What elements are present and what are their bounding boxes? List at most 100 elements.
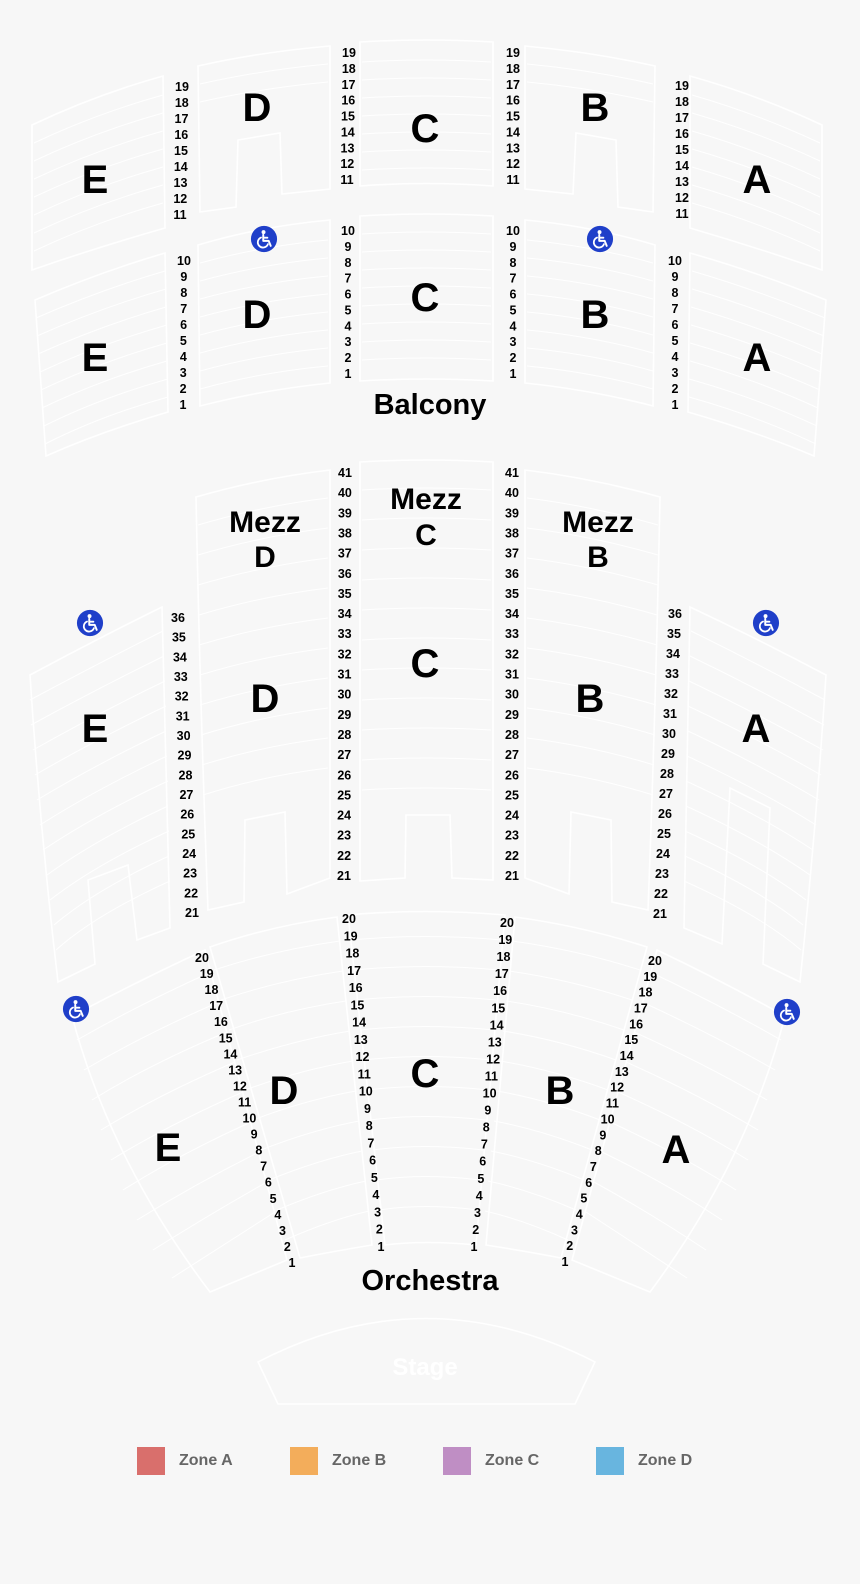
row-number: 19 (675, 79, 689, 93)
section-outline[interactable] (524, 219, 656, 408)
legend-item-zone-d[interactable]: Zone D (596, 1446, 692, 1476)
wheelchair-icon[interactable] (62, 995, 90, 1023)
row-number: 2 (180, 382, 187, 396)
wheelchair-icon[interactable] (250, 225, 278, 253)
row-number: 6 (369, 1154, 376, 1168)
section-letter: A (662, 1128, 691, 1172)
row-number: 22 (505, 849, 519, 863)
row-number: 17 (506, 78, 520, 92)
row-number: 13 (341, 141, 355, 155)
mezzanine: Mezz D Mezz C Mezz B E D C B A (29, 459, 827, 984)
row-number: 25 (505, 788, 519, 802)
row-number: 7 (590, 1160, 597, 1174)
row-number: 15 (624, 1033, 638, 1047)
row-number: 30 (505, 688, 519, 702)
section-outline[interactable] (347, 910, 506, 1246)
row-number: 34 (338, 607, 352, 621)
section-outline[interactable] (359, 459, 494, 882)
legend-item-zone-c[interactable]: Zone C (443, 1446, 539, 1476)
section-outline[interactable] (71, 948, 288, 1293)
row-number: 25 (337, 788, 351, 802)
row-number: 16 (506, 94, 520, 108)
row-number: 3 (374, 1206, 381, 1220)
row-number: 20 (500, 916, 514, 930)
section-outline[interactable] (29, 605, 171, 984)
wheelchair-icon[interactable] (586, 225, 614, 253)
row-number: 4 (372, 1188, 379, 1202)
row-number: 6 (345, 288, 352, 302)
section-outline[interactable] (195, 469, 331, 911)
legend-item-zone-b[interactable]: Zone B (290, 1446, 386, 1476)
row-number: 31 (505, 668, 519, 682)
row-number: 32 (505, 647, 519, 661)
section-outline[interactable] (34, 251, 169, 458)
section-letter: E (155, 1126, 182, 1170)
row-number: 3 (510, 335, 517, 349)
row-number: 33 (338, 627, 352, 641)
wheelchair-icon[interactable] (752, 609, 780, 637)
row-number: 1 (345, 367, 352, 381)
row-number: 28 (337, 728, 351, 742)
stage: Stage (256, 1317, 597, 1405)
section-letter: A (743, 336, 772, 380)
row-number: 9 (599, 1128, 606, 1142)
row-number: 27 (505, 748, 519, 762)
row-number: 36 (668, 607, 682, 621)
row-number: 7 (481, 1138, 488, 1152)
row-lines (35, 231, 826, 445)
row-number: 41 (505, 466, 519, 480)
zone-a-swatch (137, 1447, 165, 1475)
section-outline[interactable] (687, 251, 827, 458)
row-number: 40 (338, 486, 352, 500)
row-number: 25 (181, 827, 195, 841)
row-number: 4 (576, 1208, 583, 1222)
section-outline[interactable] (485, 916, 648, 1259)
wheelchair-icon[interactable] (76, 609, 104, 637)
row-number: 11 (485, 1070, 498, 1084)
row-number: 3 (571, 1223, 578, 1237)
row-number: 37 (338, 547, 352, 561)
section-letter: D (270, 1069, 299, 1113)
section-outline[interactable] (209, 916, 373, 1259)
row-number: 3 (345, 335, 352, 349)
orchestra-label: Orchestra (361, 1265, 499, 1297)
legend-label: Zone D (638, 1452, 693, 1469)
section-letter: B (581, 293, 610, 337)
section-outline[interactable] (31, 74, 166, 272)
section-outline[interactable] (524, 45, 656, 213)
row-number: 39 (505, 506, 519, 520)
row-number: 19 (175, 80, 189, 94)
row-number: 26 (180, 808, 194, 822)
stage-label: Stage (392, 1354, 457, 1381)
section-outline[interactable] (197, 45, 331, 213)
section-outline[interactable] (359, 39, 494, 187)
row-number: 7 (260, 1160, 267, 1174)
section-outline[interactable] (359, 213, 494, 382)
row-number: 16 (214, 1015, 228, 1029)
orchestra: E D C B A Orchestra (71, 910, 786, 1297)
section-letter: D (251, 677, 280, 721)
row-number: 13 (174, 176, 188, 190)
legend-item-zone-a[interactable]: Zone A (137, 1446, 233, 1476)
section-outline[interactable] (197, 219, 331, 408)
section-outline[interactable] (524, 469, 661, 911)
row-number: 12 (506, 157, 520, 171)
section-letter: D (243, 293, 272, 337)
zone-d-swatch (596, 1447, 624, 1475)
row-number: 12 (610, 1081, 624, 1095)
row-number: 8 (366, 1119, 373, 1133)
section-outline[interactable] (689, 74, 823, 272)
wheelchair-icon[interactable] (773, 998, 801, 1026)
row-number: 6 (180, 318, 187, 332)
section-letter: E (82, 336, 109, 380)
row-number: 5 (672, 334, 679, 348)
row-number: 26 (658, 807, 672, 821)
row-number: 15 (675, 143, 689, 157)
zone-c-swatch (443, 1447, 471, 1475)
row-number: 4 (510, 319, 517, 333)
row-number: 31 (338, 668, 352, 682)
row-number: 32 (664, 687, 678, 701)
row-number: 1 (562, 1255, 569, 1269)
row-number: 32 (338, 647, 352, 661)
row-number: 13 (228, 1063, 242, 1077)
